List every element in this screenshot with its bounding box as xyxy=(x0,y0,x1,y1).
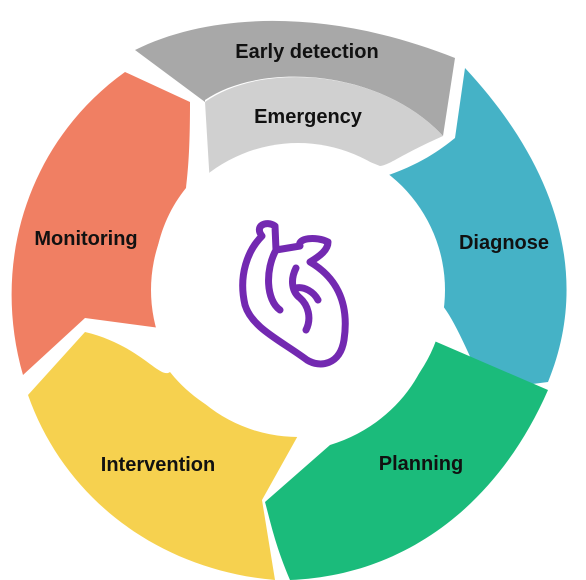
label-monitoring: Monitoring xyxy=(34,228,137,250)
label-emergency: Emergency xyxy=(254,106,363,128)
segment-emergency xyxy=(205,77,443,185)
label-early-detection: Early detection xyxy=(235,41,378,63)
label-intervention: Intervention xyxy=(101,454,215,476)
label-planning: Planning xyxy=(379,453,463,475)
heart-icon xyxy=(239,220,349,368)
segment-planning xyxy=(265,340,548,580)
segment-diagnose xyxy=(380,68,567,390)
segment-early-detection xyxy=(135,20,455,136)
label-diagnose: Diagnose xyxy=(459,232,549,254)
segment-intervention xyxy=(28,332,300,580)
segment-monitoring xyxy=(11,72,190,375)
